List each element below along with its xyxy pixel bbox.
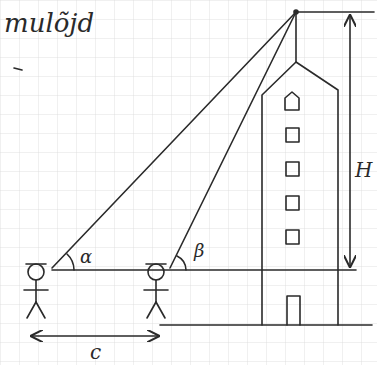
sight-line — [52, 12, 296, 268]
observer — [144, 264, 168, 318]
height-dimension — [349, 16, 351, 266]
angle-label: β — [194, 242, 204, 260]
window — [285, 92, 299, 110]
angle-arc — [177, 256, 186, 270]
distance-label: c — [90, 342, 101, 362]
heading-note: mulõjd — [4, 10, 94, 36]
angle-label: α — [80, 248, 92, 266]
eye-level-line — [52, 269, 356, 271]
height-label: H — [355, 160, 372, 180]
window — [286, 196, 299, 210]
spire — [295, 12, 297, 62]
window — [286, 128, 299, 142]
angle-arc — [67, 254, 74, 270]
top-reference-line — [298, 11, 374, 13]
ground-line — [160, 324, 372, 326]
distance-dimension — [32, 335, 158, 337]
door — [287, 296, 300, 325]
window — [286, 230, 299, 244]
tower-outline — [262, 62, 338, 325]
observer — [24, 264, 48, 318]
window — [286, 162, 299, 176]
pen-mark — [14, 68, 22, 70]
sight-line — [170, 12, 296, 268]
